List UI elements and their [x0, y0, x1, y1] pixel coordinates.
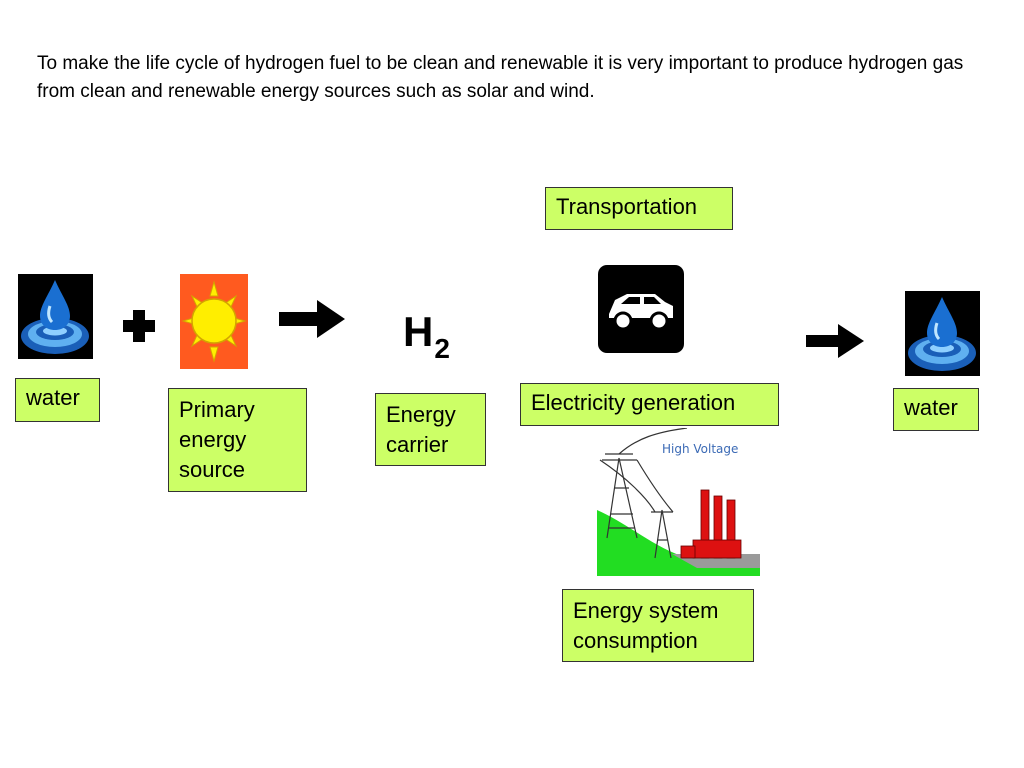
h2-letter: H: [403, 308, 434, 355]
label-water-left: water: [15, 378, 100, 422]
car-icon: [597, 264, 685, 354]
water-drop-icon: [18, 274, 93, 359]
label-primary-energy-source: Primary energy source: [168, 388, 307, 492]
plus-icon: [120, 307, 158, 345]
label-water-right: water: [893, 388, 979, 431]
high-voltage-text: High Voltage: [662, 442, 739, 456]
power-plant-icon: [597, 427, 760, 576]
arrow-right-icon: [275, 290, 350, 350]
label-energy-system-consumption: Energy system consumption: [562, 589, 754, 662]
label-energy-carrier: Energy carrier: [375, 393, 486, 466]
water-drop-icon: [905, 291, 980, 376]
sun-icon: [180, 274, 248, 369]
h2-symbol: H2: [403, 308, 450, 364]
label-transportation: Transportation: [545, 187, 733, 230]
intro-text: To make the life cycle of hydrogen fuel …: [37, 53, 964, 102]
arrow-right-icon: [800, 310, 872, 372]
label-electricity-generation: Electricity generation: [520, 383, 779, 426]
h2-subscript: 2: [434, 333, 450, 364]
